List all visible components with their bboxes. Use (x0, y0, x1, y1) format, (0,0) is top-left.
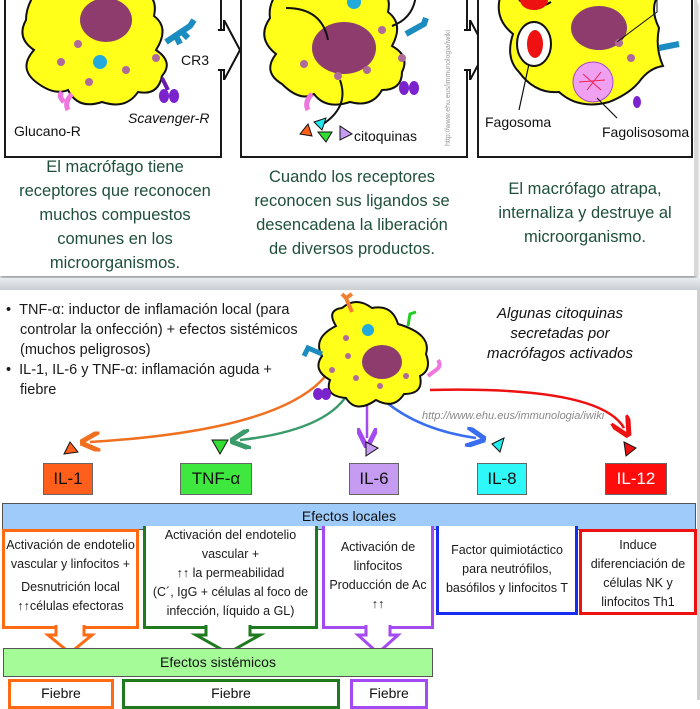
label-citoquinas: citoquinas (354, 128, 418, 144)
nucleus-icon (80, 0, 132, 42)
cytokine-cyan-icon (313, 117, 327, 131)
cr3-receptor-icon (164, 18, 197, 46)
bullet-list: • TNF-α: inductor de inflamación local (… (6, 300, 306, 400)
caption-receptors: El macrófago tiene receptores que recono… (19, 158, 211, 272)
label-fagolisosoma: Fagolisosoma (602, 124, 690, 140)
label-fagosoma: Fagosoma (485, 114, 552, 130)
macrophage-release-illustration (263, 0, 429, 143)
cytokine-tnf-icon (211, 439, 229, 456)
cytokine-il12-icon (623, 441, 637, 457)
cytokine-il8-icon (491, 437, 505, 453)
watermark-url: http://www.ehu.eus/immunologia/iwiki (445, 30, 452, 146)
local-effects-header: Efectos locales (2, 503, 696, 530)
vesicle-icon (93, 55, 107, 69)
systemic-fiebre-il6: Fiebre (350, 679, 428, 709)
watermark-url: http://www.ehu.eus/immunologia/iwiki (422, 410, 605, 422)
cytokine-green-icon (316, 131, 333, 143)
macrophage-phagocytosis-illustration (497, 0, 680, 119)
cytokine-label-tnf: TNF-α (180, 463, 252, 495)
cytokine-label-il12: IL-12 (605, 463, 667, 495)
effect-box-tnf: Activación del endotelio vascular + ↑↑ l… (143, 526, 318, 629)
step-arrow-icon (218, 20, 242, 80)
bacterium-icon (527, 30, 543, 58)
top-slide: CR3 Glucano-R Scavenger-R citoquinas htt… (0, 0, 697, 276)
bullet-item: • TNF-α: inductor de inflamación local (… (6, 302, 298, 358)
cytokines-title: Algunas citoquinas secretadas por macróf… (487, 305, 633, 362)
effect-box-il1: Activación de endotelio vascular y linfo… (2, 529, 139, 629)
cytokine-label-il6: IL-6 (349, 463, 399, 495)
arrow-to-il1 (90, 369, 332, 442)
slide-divider (0, 278, 700, 290)
nucleus-icon (571, 6, 627, 50)
cytokine-label-il8: IL-8 (477, 463, 527, 495)
caption-phagocytosis: El macrófago atrapa, internaliza y destr… (498, 180, 672, 246)
cytokine-il6-icon (365, 441, 379, 457)
bottom-slide: • TNF-α: inductor de inflamación local (… (0, 290, 700, 709)
cytokine-orange-icon (299, 122, 313, 137)
macrophage-receptors-illustration (21, 0, 197, 112)
effect-box-il6: Activación de linfocitos Producción de A… (322, 526, 434, 629)
nucleus-icon (312, 22, 376, 74)
arrow-to-il12 (429, 388, 624, 428)
effect-box-il8: Factor quimiotáctico para neutrófilos, b… (436, 526, 578, 615)
label-glucano-r: Glucano-R (14, 123, 81, 139)
systemic-fiebre-tnf: Fiebre (122, 679, 340, 709)
activated-macrophage-diagram (63, 292, 637, 457)
cr3-receptor-icon (404, 17, 429, 37)
bullet-item: • IL-1, IL-6 y TNF-α: inflamación aguda … (6, 362, 272, 398)
label-scavenger-r: Scavenger-R (128, 110, 210, 126)
effect-box-il12: Induce diferenciación de células NK y li… (579, 529, 697, 615)
caption-cytokine-release: Cuando los receptores reconocen sus liga… (254, 168, 450, 258)
systemic-effects-header: Efectos sistémicos (3, 648, 433, 677)
panel-cytokine-release: citoquinas http://www.ehu.eus/immunologi… (240, 0, 468, 158)
fagosoma-pointer (518, 63, 530, 111)
cr3-receptor-icon (301, 344, 323, 358)
label-cr3: CR3 (181, 52, 210, 68)
scavenger-receptor-icon (313, 388, 323, 400)
glucan-receptor-icon (57, 90, 74, 112)
cytokine-purple-icon (339, 125, 353, 141)
cytokine-label-il1: IL-1 (43, 463, 93, 495)
arrow-to-il8 (385, 401, 476, 438)
scavenger-receptor-icon (159, 89, 169, 103)
receptor-green-icon (406, 310, 417, 327)
cytokine-il1-icon (63, 441, 79, 455)
receptor-orange-icon (340, 292, 354, 313)
nucleus-icon (362, 345, 402, 379)
systemic-fiebre-il1: Fiebre (8, 679, 114, 709)
panel-phagocytosis: Fagosoma Fagolisosoma (477, 0, 693, 158)
signal-arrow-icon (285, 7, 329, 41)
panel-receptors: CR3 Glucano-R Scavenger-R (4, 0, 222, 158)
fagolisosoma-pointer (596, 97, 618, 119)
glucan-receptor-icon (426, 358, 442, 378)
slide-edge (697, 290, 700, 700)
